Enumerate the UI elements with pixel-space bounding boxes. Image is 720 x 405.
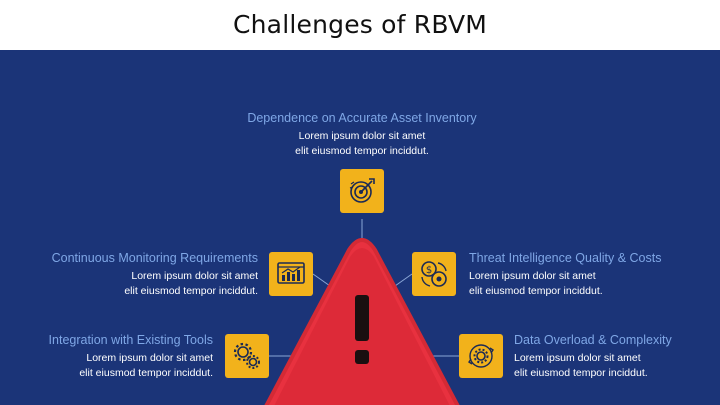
money-cycle-icon-box: $	[412, 252, 456, 296]
chart-monitor-icon	[277, 262, 305, 284]
content-panel: Dependence on Accurate Asset Inventory L…	[0, 50, 720, 405]
slide-title: Challenges of RBVM	[232, 10, 488, 39]
item-desc-line1: Lorem ipsum dolor sit amet	[469, 270, 596, 282]
item-desc-line2: elit eiusmod tempor inciddut.	[124, 285, 258, 297]
item-desc-line2: elit eiusmod tempor inciddut.	[514, 367, 648, 379]
gears-icon	[233, 342, 260, 369]
item-title-asset-inventory: Dependence on Accurate Asset Inventory	[247, 111, 477, 125]
item-title-threat-intel: Threat Intelligence Quality & Costs	[469, 251, 662, 265]
chart-monitor-icon-box	[269, 252, 313, 296]
warning-triangle-icon	[264, 238, 460, 405]
item-desc-line1: Lorem ipsum dolor sit amet	[131, 270, 258, 282]
item-desc-line2: elit eiusmod tempor inciddut.	[469, 285, 603, 297]
item-desc-line1: Lorem ipsum dolor sit amet	[298, 130, 426, 142]
item-desc-line1: Lorem ipsum dolor sit amet	[86, 352, 213, 364]
gear-cycle-icon	[468, 344, 494, 368]
item-desc-line1: Lorem ipsum dolor sit amet	[514, 352, 641, 364]
item-title-monitoring: Continuous Monitoring Requirements	[51, 251, 258, 265]
target-icon	[349, 178, 375, 203]
item-desc-line2: elit eiusmod tempor inciddut.	[295, 145, 429, 157]
svg-text:$: $	[426, 265, 432, 276]
target-icon-box	[340, 169, 384, 213]
gear-cycle-icon-box	[459, 334, 503, 378]
item-desc-line2: elit eiusmod tempor inciddut.	[79, 367, 213, 379]
gears-icon-box	[225, 334, 269, 378]
money-cycle-icon: $	[421, 261, 447, 287]
item-title-integration: Integration with Existing Tools	[48, 333, 213, 347]
item-title-data-overload: Data Overload & Complexity	[514, 333, 672, 347]
header-bar: Challenges of RBVM	[0, 0, 720, 50]
